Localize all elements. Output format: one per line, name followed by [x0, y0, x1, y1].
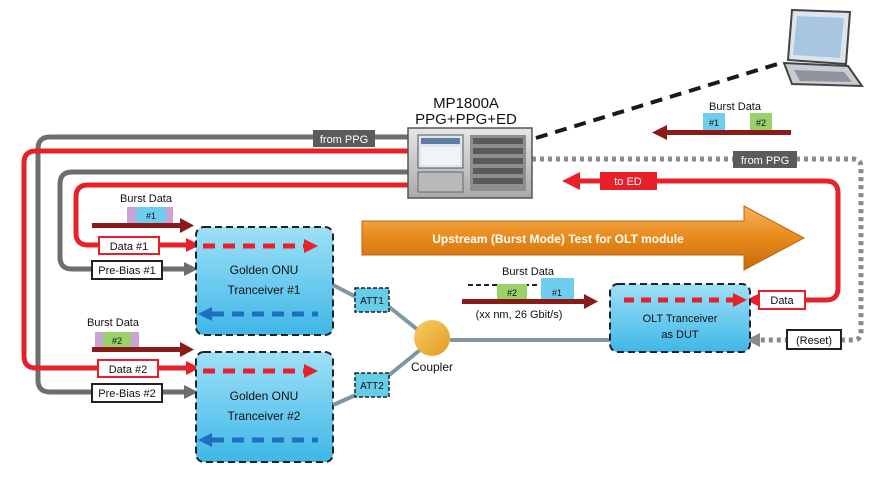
burst-top-line — [665, 130, 791, 135]
pre-bias-1-label: Pre-Bias #1 — [98, 265, 155, 277]
burst-mid-pkt1 — [541, 278, 574, 300]
burst-top-pkt2 — [750, 113, 772, 131]
burst-data-title-2: Burst Data — [87, 317, 140, 329]
onu-1-line1: Golden ONU — [230, 263, 299, 277]
burst-top-pkt1-label: #1 — [709, 118, 719, 128]
signal-spec-label: (xx nm, 26 Gbit/s) — [476, 309, 563, 321]
coupler-icon — [414, 320, 450, 356]
data-1-badge — [98, 236, 160, 255]
onu-1-line2: Tranceiver #1 — [228, 283, 301, 297]
burst-2-line — [92, 347, 180, 352]
burst-data-title-top: Burst Data — [709, 101, 762, 113]
reset-arrowhead — [746, 333, 760, 347]
burst-mid-line — [462, 299, 584, 304]
device-model: MP1800A — [433, 95, 499, 112]
fiber-att1-coupler — [386, 304, 420, 332]
from-ppg-top-line — [35, 134, 408, 395]
golden-onu-2-box — [195, 351, 334, 463]
olt-dut-box — [609, 283, 751, 353]
burst-1-pkt1-label: #1 — [146, 211, 156, 221]
red-arrowheads — [186, 172, 760, 375]
pre-bias-1-line — [57, 169, 408, 272]
data-out-label: Data — [770, 295, 794, 307]
data-out-arrowhead — [746, 293, 760, 307]
burst-mid-pkt2-label: #2 — [507, 288, 517, 298]
burst-top-arrowhead — [652, 125, 667, 140]
coupler-label: Coupler — [411, 360, 453, 374]
gray-arrowheads — [184, 262, 760, 399]
olt-line1: OLT Tranceiver — [643, 313, 718, 325]
burst-2-pkt2 — [103, 332, 131, 348]
pre-bias-lines — [35, 134, 864, 395]
upstream-banner-arrow — [361, 205, 806, 271]
data-1-arrowhead — [186, 238, 200, 252]
burst-top-pkt1 — [703, 113, 725, 131]
data-out-badge — [758, 290, 806, 310]
to-ed-label: to ED — [614, 176, 642, 188]
to-ed-arrowhead — [562, 172, 580, 190]
onu-2-line1: Golden ONU — [230, 389, 299, 403]
pre-bias-2-label: Pre-Bias #2 — [98, 388, 155, 400]
from-ppg-top-badge — [313, 130, 375, 147]
att2-label: ATT2 — [360, 381, 384, 392]
laptop-link — [535, 60, 785, 140]
onu-2-line2: Tranceiver #2 — [228, 409, 301, 423]
data-2-label: Data #2 — [109, 364, 148, 376]
burst-mid-pkt2 — [497, 284, 527, 300]
to-ed-line — [578, 178, 841, 303]
burst-2-pkt2-label: #2 — [112, 336, 122, 346]
reset-badge — [786, 329, 842, 350]
pre-bias-1-badge — [91, 260, 163, 280]
att1-label: ATT1 — [360, 296, 384, 307]
burst-top-pkt2-label: #2 — [756, 118, 766, 128]
to-ed-badge — [600, 172, 657, 190]
from-ppg-right-line — [532, 156, 864, 343]
data-2-badge — [97, 359, 159, 378]
mp1800a-device-icon — [407, 127, 533, 199]
fiber-att2-coupler — [386, 348, 422, 378]
burst-1-line — [92, 223, 180, 228]
reset-label: (Reset) — [796, 335, 832, 347]
burst-mid-arrowhead — [584, 294, 598, 309]
from-ppg-right-label: from PPG — [741, 155, 789, 167]
olt-line2: as DUT — [661, 329, 699, 341]
burst-1-arrowhead — [180, 218, 194, 233]
device-config: PPG+PPG+ED — [415, 111, 517, 128]
att2-box — [354, 372, 390, 398]
fiber-lines — [332, 283, 610, 407]
burst-2-arrowhead — [180, 342, 194, 357]
pre-bias-2-badge — [91, 383, 163, 403]
burst-1-pkt1 — [136, 207, 166, 223]
data-1-line — [73, 182, 408, 248]
fiber-onu1-att1 — [332, 283, 359, 300]
burst-data-title-mid: Burst Data — [502, 266, 555, 278]
burst-data-title-1: Burst Data — [120, 193, 173, 205]
att1-box — [354, 287, 390, 313]
from-ppg-right-badge — [733, 151, 797, 168]
data-2-line — [21, 148, 408, 371]
data-lines — [21, 148, 841, 371]
golden-onu-1-box — [195, 226, 334, 336]
data-2-arrowhead — [186, 361, 200, 375]
data-1-label: Data #1 — [110, 241, 149, 253]
pre-bias-2-arrowhead — [184, 385, 198, 399]
upstream-banner-text: Upstream (Burst Mode) Test for OLT modul… — [432, 232, 684, 246]
pre-bias-1-arrowhead — [184, 262, 198, 276]
burst-mid-pkt1-label: #1 — [552, 288, 562, 298]
from-ppg-top-label: from PPG — [320, 134, 368, 146]
laptop-icon — [782, 8, 864, 88]
fiber-onu2-att2 — [332, 392, 359, 407]
